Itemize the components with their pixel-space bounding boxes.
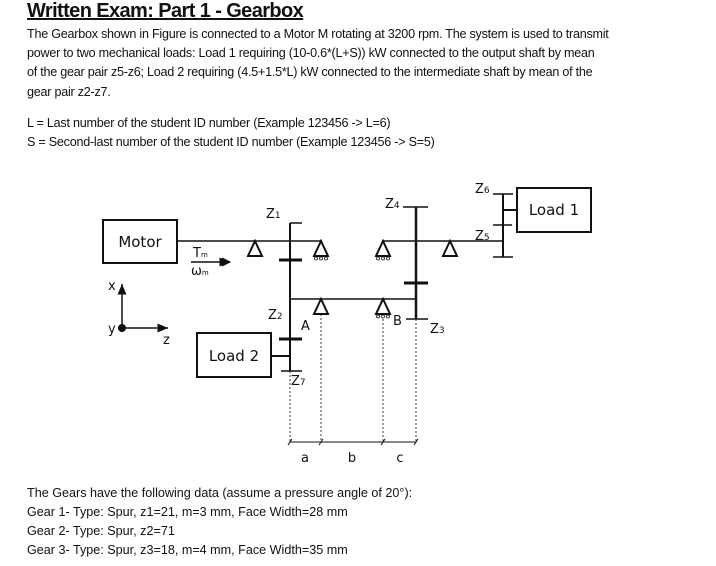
gear-label-z2: Z2 <box>268 308 283 323</box>
gear-label-z4: Z4 <box>385 197 400 212</box>
intro-line: The Gearbox shown in Figure is connected… <box>27 27 609 41</box>
gear-data-line: Gear 3- Type: Spur, z3=18, m=4 mm, Face … <box>27 543 348 557</box>
intro-line: power to two mechanical loads: Load 1 re… <box>27 46 595 60</box>
fixed-support-icon <box>441 238 459 257</box>
load2-label: Load 2 <box>209 347 259 365</box>
gear-data-line: Gear 1- Type: Spur, z1=21, m=3 mm, Face … <box>27 505 348 519</box>
torque-label: Tm <box>192 246 208 261</box>
gear-data-intro: The Gears have the following data (assum… <box>27 486 413 500</box>
dim-c-label: c <box>396 451 403 466</box>
dim-a-label: a <box>301 451 309 466</box>
gear-data-line: Gear 2- Type: Spur, z2=71 <box>27 524 175 538</box>
bearing-b-icon <box>374 296 392 315</box>
bearing-b-label: B <box>393 314 402 329</box>
gear-label-z5: Z5 <box>475 229 490 244</box>
page-title: Written Exam: Part 1 - Gearbox <box>27 0 304 22</box>
dimension-guides <box>289 314 417 442</box>
dim-b-label: b <box>348 451 356 466</box>
omega-label: ωm <box>191 264 209 279</box>
fixed-support-icon <box>246 238 264 257</box>
gear-label-z6: Z6 <box>475 182 490 197</box>
definition-s: S = Second-last number of the student ID… <box>27 135 435 149</box>
axis-y-label: y <box>108 322 116 337</box>
definition-l: L = Last number of the student ID number… <box>27 116 391 130</box>
gear-label-z1: Z1 <box>266 207 281 222</box>
gear-label-z7: Z7 <box>291 374 306 389</box>
gear-label-z3: Z3 <box>430 322 445 337</box>
intro-line: gear pair z2-z7. <box>27 85 111 99</box>
intro-line: of the gear pair z5-z6; Load 2 requiring… <box>27 65 593 79</box>
axis-x-label: x <box>108 279 116 294</box>
load1-label: Load 1 <box>529 201 579 219</box>
bearing-a-label: A <box>301 319 310 334</box>
y-axis-dot-icon <box>118 324 126 332</box>
roller-support-icon <box>312 238 330 257</box>
axis-z-label: z <box>163 333 170 348</box>
motor-label: Motor <box>118 233 162 251</box>
bearing-a-icon <box>312 296 330 315</box>
roller-support-icon <box>374 238 392 257</box>
